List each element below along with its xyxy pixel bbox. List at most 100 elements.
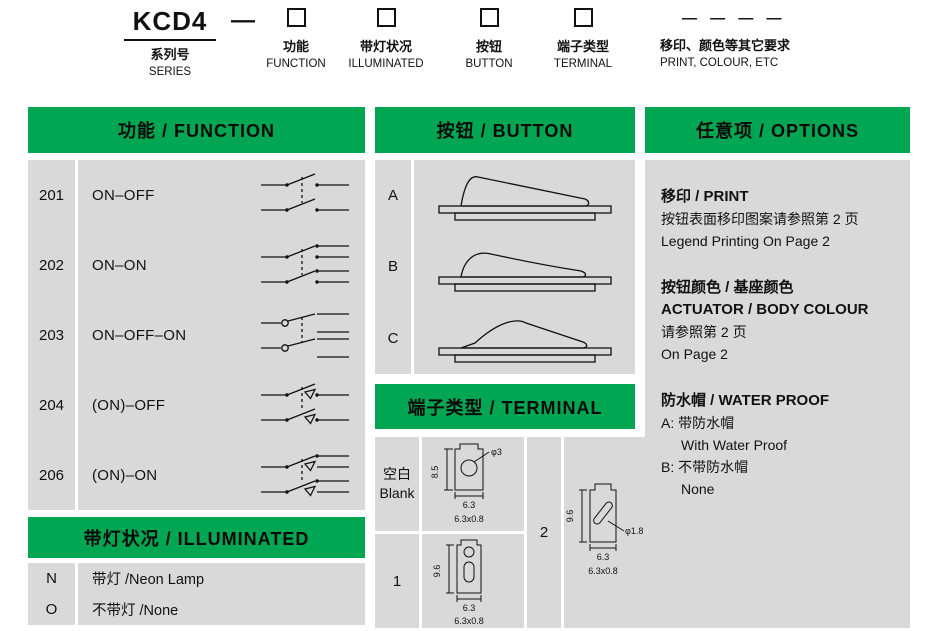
waterproof-option-b-en: None — [681, 481, 715, 497]
function-label: ON–ON — [92, 256, 147, 274]
etc-label-en: PRINT, COLOUR, ETC — [660, 57, 779, 69]
colour-option-title-en: ACTUATOR / BODY COLOUR — [661, 301, 869, 318]
terminal-1-code: 1 — [375, 534, 419, 628]
waterproof-option-a-en: With Water Proof — [681, 437, 788, 453]
function-row-201: 201 ON–OFF — [28, 160, 365, 230]
waterproof-option-title: 防水帽 / WATER PROOF — [661, 392, 830, 409]
terminal-field-label-cn: 端子类型 — [556, 39, 609, 54]
illuminated-code-field: 带灯状况 ILLUMINATED — [336, 8, 436, 72]
illuminated-code: O — [45, 601, 58, 618]
series-code: KCD4 — [132, 6, 208, 36]
function-row-202: 202 ON–ON — [28, 230, 365, 300]
print-option-line-en: Legend Printing On Page 2 — [661, 233, 830, 249]
series-label-cn: 系列号 — [150, 47, 190, 62]
button-field-label-en: BUTTON — [465, 58, 513, 70]
actuator-profile-a — [437, 175, 612, 221]
button-code-box — [479, 8, 499, 27]
illuminated-code-box — [376, 8, 396, 27]
other-requirements-field: — — — — 移印、颜色等其它要求 PRINT, COLOUR, ETC — [660, 10, 875, 71]
waterproof-option-a: A: 带防水帽 — [661, 415, 735, 431]
terminal-section-header: 端子类型 / TERMINAL — [375, 384, 635, 429]
terminal-field-label-en: TERMINAL — [553, 58, 613, 70]
terminal-2-code: 2 — [527, 437, 561, 628]
colour-option-line-en: On Page 2 — [661, 346, 728, 362]
illuminated-field-label-en: ILLUMINATED — [348, 58, 424, 70]
options-section-header: 任意项 / OPTIONS — [645, 107, 910, 153]
actuator-profile-b — [437, 252, 612, 292]
terminal-2-drawing-cell: φ1.8 9.6 6.3 6.3x0.8 — [564, 437, 660, 628]
code-separator-dash: — — [231, 7, 255, 34]
button-row-body — [414, 231, 635, 303]
button-code: B — [375, 231, 411, 303]
function-table: 201 ON–OFF 202 ON–ON — [28, 160, 365, 510]
waterproof-option-b: B: 不带防水帽 — [661, 459, 749, 475]
function-code: 201 — [28, 160, 75, 230]
function-code: 202 — [28, 230, 75, 300]
function-row-body: (ON)–OFF — [78, 370, 365, 440]
button-field-label-cn: 按钮 — [475, 39, 502, 54]
illuminated-label-column: 带灯 /Neon Lamp 不带灯 /None — [78, 563, 365, 625]
dim-height-label: 8.5 — [430, 466, 440, 479]
terminal-1-drawing: 9.6 6.3 6.3x0.8 — [432, 539, 484, 626]
dim-height-label: 9.6 — [432, 565, 442, 578]
terminal-2-drawing: φ1.8 9.6 6.3 6.3x0.8 — [565, 483, 643, 576]
function-row-body: ON–ON — [78, 230, 365, 300]
series-label-en: SERIES — [148, 66, 192, 78]
terminal-blank-code: 空白 Blank — [375, 437, 419, 531]
terminal-blank-code-cn: 空白 — [383, 466, 411, 482]
function-field-label-en: FUNCTION — [266, 58, 326, 70]
terminal-table: 空白 Blank φ3 8.5 6.3 6.3x0.8 — [375, 437, 660, 628]
function-label: ON–OFF — [92, 186, 155, 204]
print-option-title: 移印 / PRINT — [661, 188, 749, 205]
function-label: (ON)–ON — [92, 466, 158, 484]
dim-height-label: 9.6 — [565, 509, 575, 522]
button-row-b: B — [375, 231, 635, 303]
function-code: 204 — [28, 370, 75, 440]
colour-option-line-cn: 请参照第 2 页 — [661, 324, 747, 340]
button-section-header: 按钮 / BUTTON — [375, 107, 635, 153]
illuminated-table: N O 带灯 /Neon Lamp 不带灯 /None — [28, 563, 365, 625]
button-row-body — [414, 302, 635, 374]
terminal-code-box — [573, 8, 593, 27]
etc-dashes: — — — — — [682, 10, 784, 27]
function-row-204: 204 (ON)–OFF — [28, 370, 365, 440]
terminal-blank-drawing-cell: φ3 8.5 6.3 6.3x0.8 — [422, 437, 524, 531]
button-code: A — [375, 160, 411, 232]
print-option-line-cn: 按钮表面移印图案请参照第 2 页 — [661, 211, 859, 227]
circuit-symbol-on-on — [261, 244, 349, 284]
dim-hole-label: φ1.8 — [625, 526, 643, 536]
function-row-body: (ON)–ON — [78, 440, 365, 510]
illuminated-field-label-cn: 带灯状况 — [359, 39, 412, 54]
dim-width-label: 6.3 — [597, 552, 610, 562]
illuminated-label: 不带灯 /None — [92, 603, 179, 619]
button-table: A B — [375, 160, 635, 374]
button-row-c: C — [375, 302, 635, 374]
terminal-blank-code-en: Blank — [379, 485, 415, 501]
button-row-a: A — [375, 160, 635, 232]
dim-width-label: 6.3 — [463, 603, 476, 613]
terminal-code-field: 端子类型 TERMINAL — [536, 8, 630, 72]
terminal-blank-drawing: φ3 8.5 6.3 6.3x0.8 — [430, 443, 502, 524]
circuit-symbol-on-off — [261, 173, 349, 212]
options-panel: 移印 / PRINT 按钮表面移印图案请参照第 2 页 Legend Print… — [645, 160, 910, 628]
function-field-label-cn: 功能 — [282, 39, 309, 54]
dim-hole-label: φ3 — [491, 447, 502, 457]
function-code-field: 功能 FUNCTION — [257, 8, 335, 72]
dim-tab-label: 6.3x0.8 — [454, 616, 484, 626]
dim-tab-label: 6.3x0.8 — [588, 566, 618, 576]
dim-width-label: 6.3 — [463, 500, 476, 510]
actuator-profile-c — [437, 320, 612, 363]
function-label: (ON)–OFF — [92, 396, 166, 414]
circuit-symbol-momentary-on-on — [261, 454, 349, 497]
etc-label-cn: 移印、颜色等其它要求 — [660, 38, 791, 53]
function-row-body: ON–OFF — [78, 160, 365, 230]
function-row-body: ON–OFF–ON — [78, 300, 365, 370]
function-code-box — [286, 8, 306, 27]
illuminated-section-header: 带灯状况 / ILLUMINATED — [28, 517, 365, 558]
series-field: KCD4 系列号 SERIES — [124, 6, 216, 80]
button-code-field: 按钮 BUTTON — [451, 8, 527, 72]
function-label: ON–OFF–ON — [92, 326, 187, 344]
function-code: 206 — [28, 440, 75, 510]
function-code: 203 — [28, 300, 75, 370]
